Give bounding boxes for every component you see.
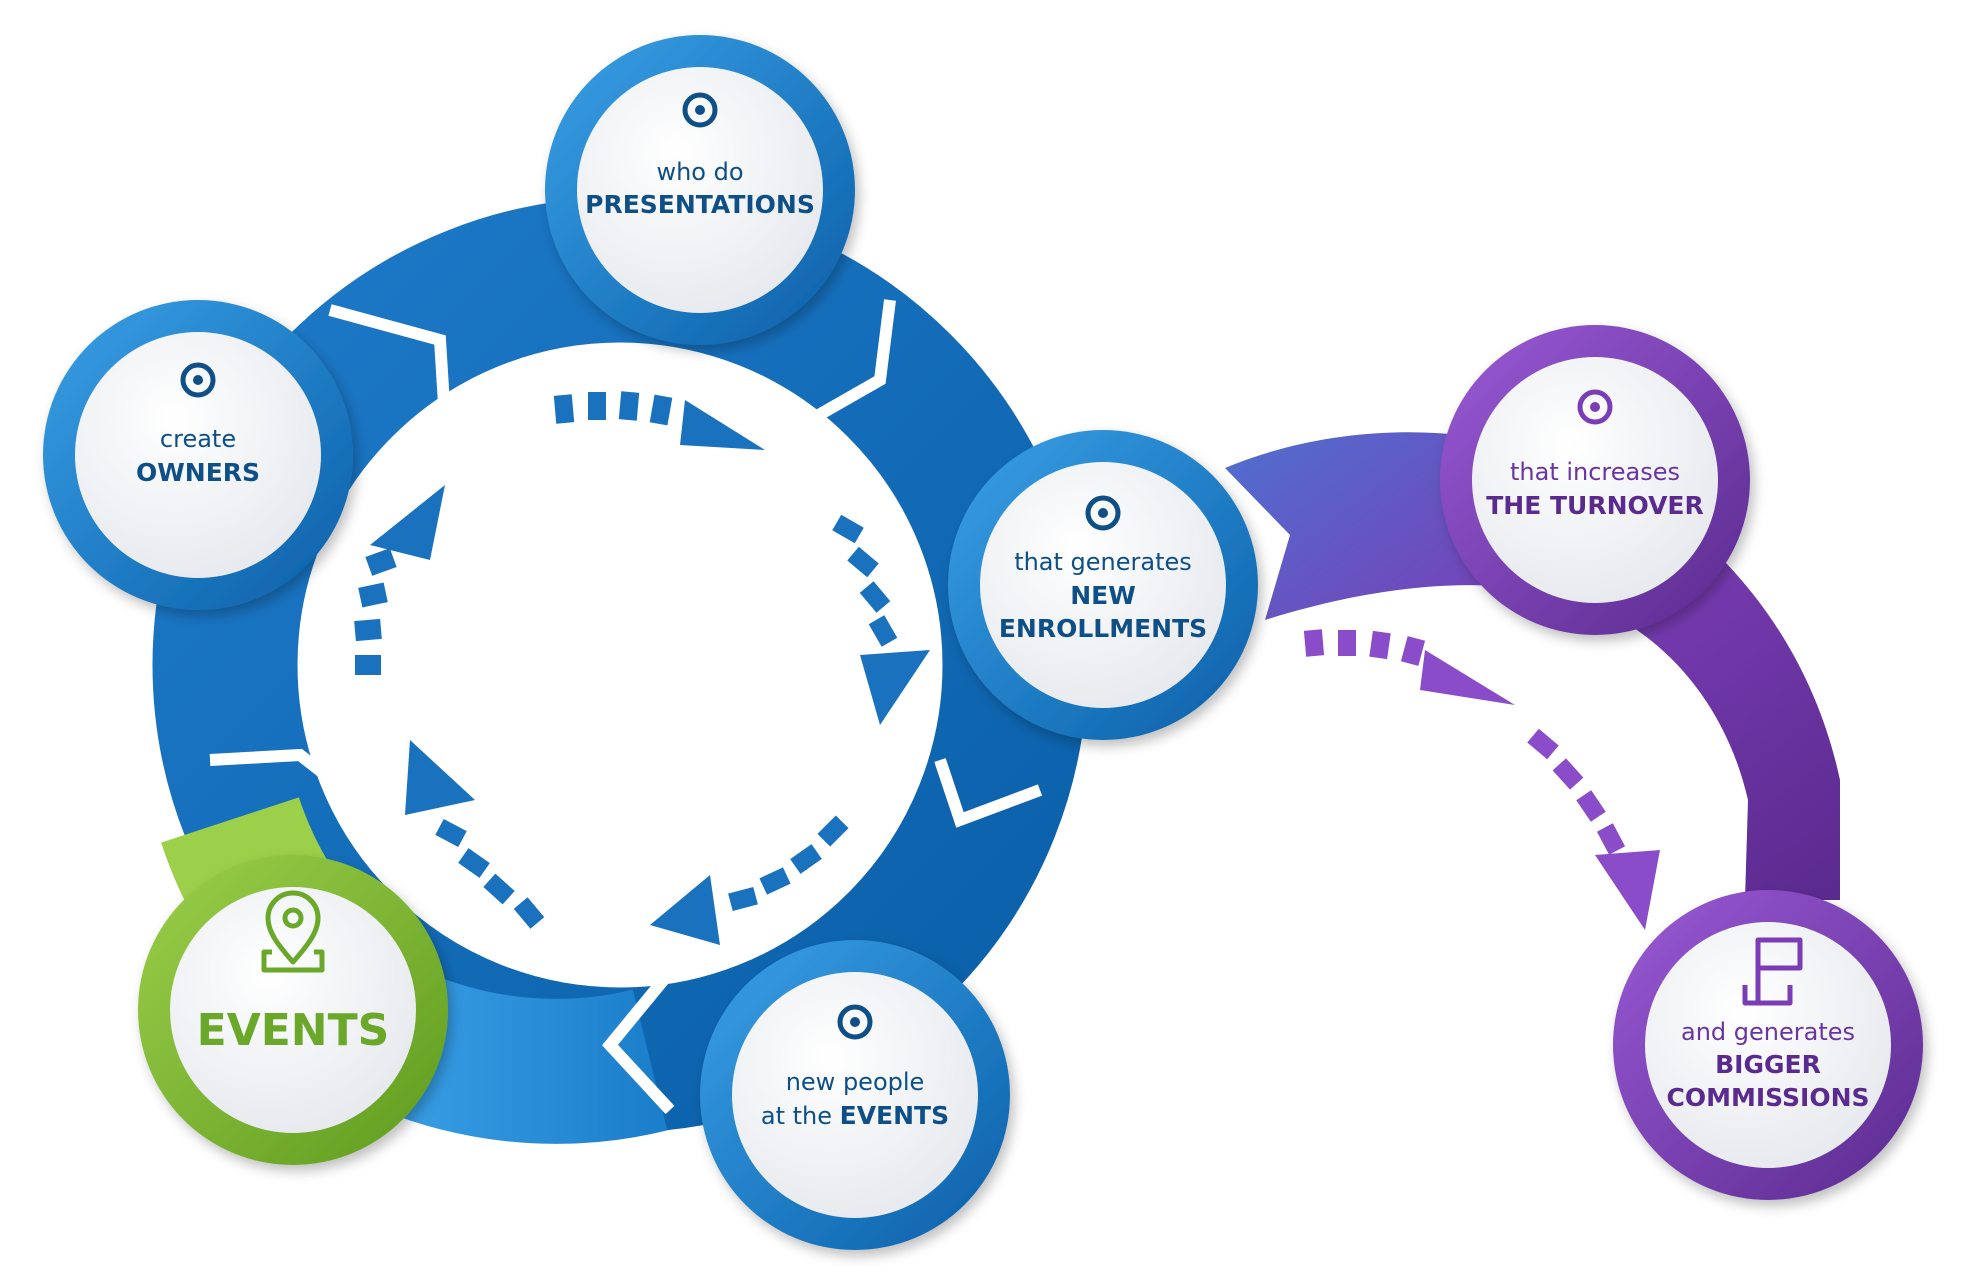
turnover-line2: THE TURNOVER [1486,491,1704,520]
presentations-line1: who do [656,158,743,186]
node-owners [43,300,353,610]
new-people-line2: at the EVENTS [761,1101,949,1130]
new-people-line1: new people [786,1068,925,1096]
owners-line2: OWNERS [136,458,260,487]
flag-icon [1742,937,1803,1006]
target-icon [1085,495,1121,531]
node-events [138,855,448,1165]
node-commissions [1613,890,1923,1200]
commissions-line1: and generates [1681,1018,1855,1046]
outer-flow-arrows [1303,629,1660,930]
node-presentations [545,35,855,345]
enrollments-line2: NEW [1070,581,1136,610]
owners-line1: create [160,425,236,453]
new-people-line2a: at the [761,1102,840,1130]
enrollments-line1: that generates [1014,548,1192,576]
node-enrollments [948,430,1258,740]
node-new-people [700,940,1010,1250]
ring-separators [209,299,1043,1115]
commissions-line2: BIGGER [1715,1050,1821,1079]
target-icon [837,1004,873,1040]
inner-cycle-arrows [354,391,930,945]
commissions-line3: COMMISSIONS [1666,1083,1869,1112]
location-pin-icon [261,890,325,973]
turnover-line1: that increases [1510,458,1680,486]
node-turnover [1440,325,1750,635]
events-label: EVENTS [197,1005,390,1056]
target-icon [180,362,216,398]
target-icon [1577,389,1613,425]
new-people-line2b: EVENTS [840,1101,950,1130]
presentations-line2: PRESENTATIONS [585,190,815,219]
target-icon [682,92,718,128]
enrollments-line3: ENROLLMENTS [999,614,1207,643]
